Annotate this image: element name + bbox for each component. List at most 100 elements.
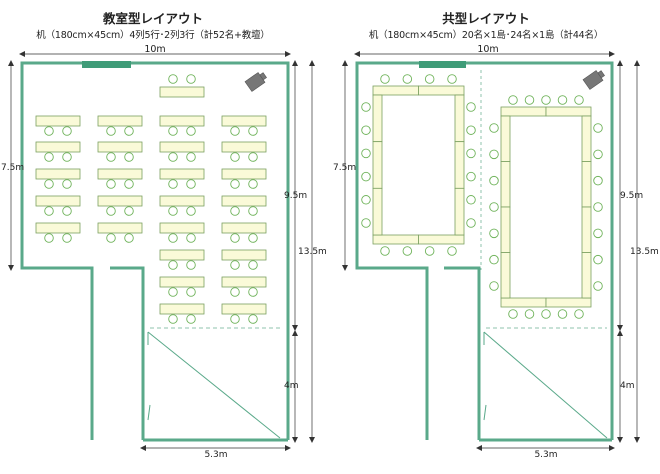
chair [44, 126, 54, 136]
chair [62, 152, 72, 162]
chair [524, 309, 535, 319]
chair [186, 152, 196, 162]
desk [454, 187, 465, 236]
chair [106, 126, 116, 136]
chair [44, 206, 54, 216]
chair [168, 126, 178, 136]
desk [454, 141, 465, 189]
chair [168, 314, 178, 324]
chair [248, 126, 258, 136]
chair [230, 206, 240, 216]
chair [44, 233, 54, 243]
chair [186, 287, 196, 297]
chair [230, 233, 240, 243]
desk [500, 106, 547, 117]
dim-width-top: 10m [144, 44, 165, 55]
island-floor-plan: 10m 7.5m 9.5m 13.5m 4m 5.3m [333, 44, 659, 460]
chair [168, 260, 178, 270]
desk [500, 115, 511, 162]
desk [500, 252, 511, 299]
chair [248, 152, 258, 162]
chair [593, 149, 603, 160]
chair [593, 281, 603, 291]
chair [380, 74, 390, 84]
screen-icon [82, 61, 131, 68]
chair [466, 148, 476, 159]
chair [248, 260, 258, 270]
chair [124, 233, 134, 243]
chair [361, 148, 371, 159]
chair [361, 102, 371, 112]
chair [62, 233, 72, 243]
chair [466, 125, 476, 135]
chair [402, 74, 413, 84]
chair [447, 246, 457, 256]
chair [168, 179, 178, 189]
corridor-wall [444, 266, 481, 440]
chair [168, 233, 178, 243]
dim-right-upper: 9.5m [284, 191, 307, 201]
dim-right-total: 13.5m [630, 247, 659, 257]
desk [221, 115, 267, 127]
dim-bottom-width: 5.3m [534, 450, 557, 460]
desk [221, 168, 267, 180]
chair [361, 195, 371, 205]
chair [574, 95, 584, 105]
chair [402, 246, 413, 256]
floor-wall [355, 61, 614, 440]
door-swing [147, 404, 151, 421]
dim-right-total: 13.5m [298, 247, 327, 257]
chair [186, 260, 196, 270]
island-desks [361, 74, 603, 319]
chair [489, 202, 499, 212]
desk [221, 276, 267, 288]
dim-right-lower: 4m [620, 381, 635, 391]
chair [508, 95, 518, 105]
chair [424, 74, 435, 84]
door-swing [483, 331, 608, 439]
chair [541, 95, 551, 105]
classroom-desks [35, 74, 267, 324]
chair [557, 309, 568, 319]
chair [124, 206, 134, 216]
desk [418, 234, 465, 245]
desk [372, 85, 419, 96]
chair [124, 179, 134, 189]
desk [97, 195, 143, 207]
chair [466, 195, 476, 205]
chair [248, 314, 258, 324]
desk [418, 85, 465, 96]
chair [466, 218, 476, 228]
dim-left-height: 7.5m [333, 163, 356, 173]
chair [424, 246, 435, 256]
right-title: 共型レイアウト [442, 11, 530, 26]
dim-right-upper: 9.5m [620, 191, 643, 201]
chair [361, 171, 371, 182]
chair [230, 126, 240, 136]
desk [581, 115, 592, 162]
chair [593, 202, 603, 212]
chair [186, 74, 196, 84]
chair [489, 123, 499, 133]
chair [62, 206, 72, 216]
chair [230, 152, 240, 162]
dim-bottom-width: 5.3m [204, 450, 227, 460]
chair [593, 254, 603, 265]
desk [159, 249, 205, 261]
chair [230, 287, 240, 297]
left-title: 教室型レイアウト [102, 11, 204, 26]
chair [593, 228, 603, 239]
chair [361, 218, 371, 228]
chair [248, 179, 258, 189]
chair [124, 126, 134, 136]
desk [35, 115, 81, 127]
dim-left-height: 7.5m [1, 163, 24, 173]
desk [159, 276, 205, 288]
chair [230, 314, 240, 324]
desk [500, 206, 511, 253]
chair [168, 152, 178, 162]
desk [159, 115, 205, 127]
chair [557, 95, 568, 105]
desk [581, 252, 592, 299]
chair [361, 125, 371, 135]
